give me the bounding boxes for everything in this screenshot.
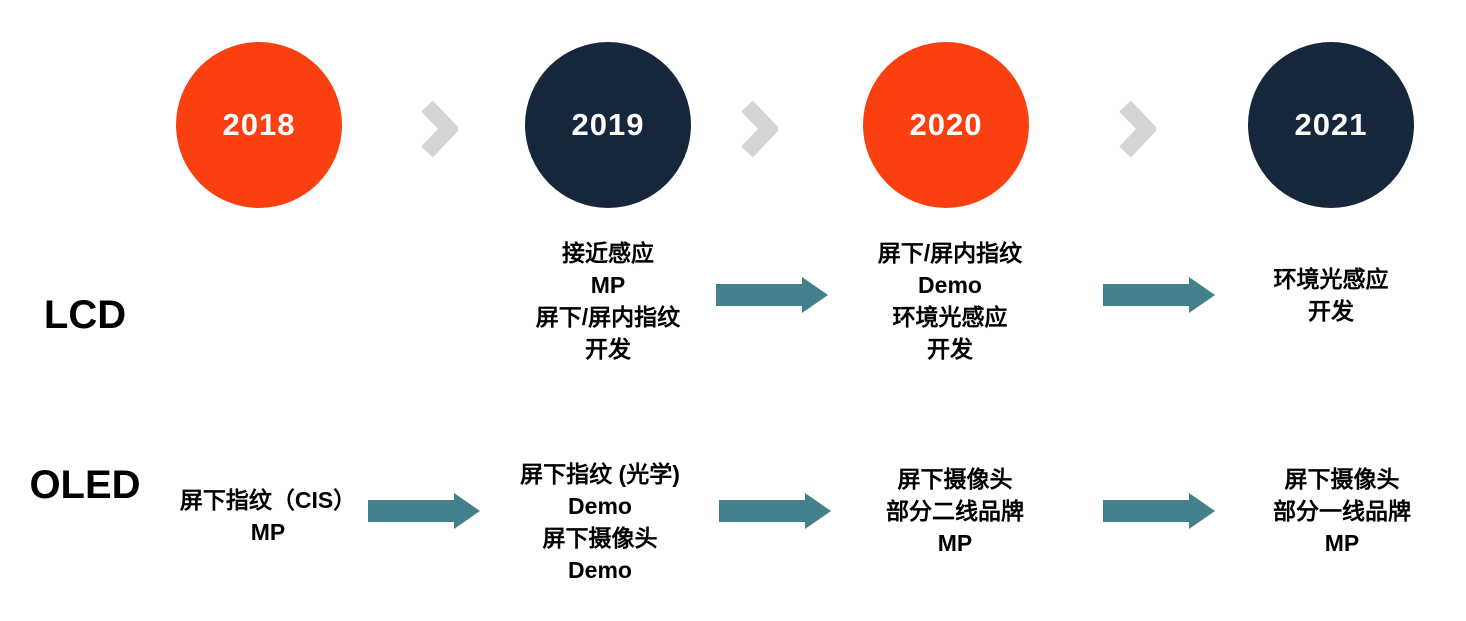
- row-label-oled: OLED: [29, 463, 141, 507]
- year-circle-2018: 2018: [176, 42, 342, 208]
- milestone-block-lcd-2020: 屏下/屏内指纹 Demo 环境光感应 开发: [800, 237, 1100, 365]
- milestone-line: 屏下指纹（CIS）: [179, 487, 357, 513]
- milestone-line: 部分二线品牌: [886, 498, 1024, 524]
- year-label: 2019: [571, 107, 645, 142]
- milestone-line: 屏下指纹 (光学): [520, 461, 680, 487]
- year-circle-2021: 2021: [1248, 42, 1414, 208]
- milestone-block-oled-2018: 屏下指纹（CIS） MP: [118, 484, 418, 548]
- milestone-line: 屏下摄像头: [1284, 466, 1400, 492]
- year-label: 2021: [1294, 107, 1368, 142]
- milestone-block-oled-2020: 屏下摄像头 部分二线品牌 MP: [805, 463, 1105, 559]
- milestone-line: Demo: [918, 272, 982, 298]
- milestone-line: 开发: [927, 336, 973, 362]
- chevron-right-icon: [741, 100, 778, 158]
- milestone-line: 部分一线品牌: [1273, 498, 1411, 524]
- year-circle-2019: 2019: [525, 42, 691, 208]
- milestone-line: MP: [250, 519, 286, 545]
- chevron-right-icon: [1119, 100, 1156, 158]
- flow-arrow-icon: [1103, 493, 1215, 529]
- milestone-line: 环境光感应: [892, 304, 1008, 330]
- flow-arrow-icon: [368, 493, 480, 529]
- milestone-line: 屏下摄像头: [897, 466, 1013, 492]
- milestone-block-oled-2019: 屏下指纹 (光学) Demo 屏下摄像头 Demo: [450, 458, 750, 586]
- year-label: 2018: [222, 107, 296, 142]
- flow-arrow-icon: [719, 493, 831, 529]
- milestone-line: 环境光感应: [1273, 266, 1389, 292]
- milestone-line: MP: [937, 530, 973, 556]
- milestone-line: Demo: [568, 557, 632, 583]
- milestone-line: 接近感应: [562, 240, 654, 266]
- milestone-block-lcd-2021: 环境光感应 开发: [1181, 263, 1466, 327]
- milestone-line: 屏下摄像头: [542, 525, 658, 551]
- flow-arrow-icon: [1103, 277, 1215, 313]
- year-circle-2020: 2020: [863, 42, 1029, 208]
- milestone-line: 开发: [1308, 298, 1354, 324]
- milestone-line: 开发: [585, 336, 631, 362]
- milestone-line: MP: [590, 272, 626, 298]
- flow-arrow-icon: [716, 277, 828, 313]
- row-label-lcd: LCD: [43, 293, 127, 337]
- milestone-line: 屏下/屏内指纹: [877, 240, 1023, 266]
- milestone-line: MP: [1324, 530, 1360, 556]
- milestone-line: 屏下/屏内指纹: [535, 304, 681, 330]
- milestone-block-lcd-2019: 接近感应 MP 屏下/屏内指纹 开发: [458, 237, 758, 365]
- milestone-line: Demo: [568, 493, 632, 519]
- year-label: 2020: [909, 107, 983, 142]
- chevron-right-icon: [421, 100, 458, 158]
- milestone-block-oled-2021: 屏下摄像头 部分一线品牌 MP: [1192, 463, 1466, 559]
